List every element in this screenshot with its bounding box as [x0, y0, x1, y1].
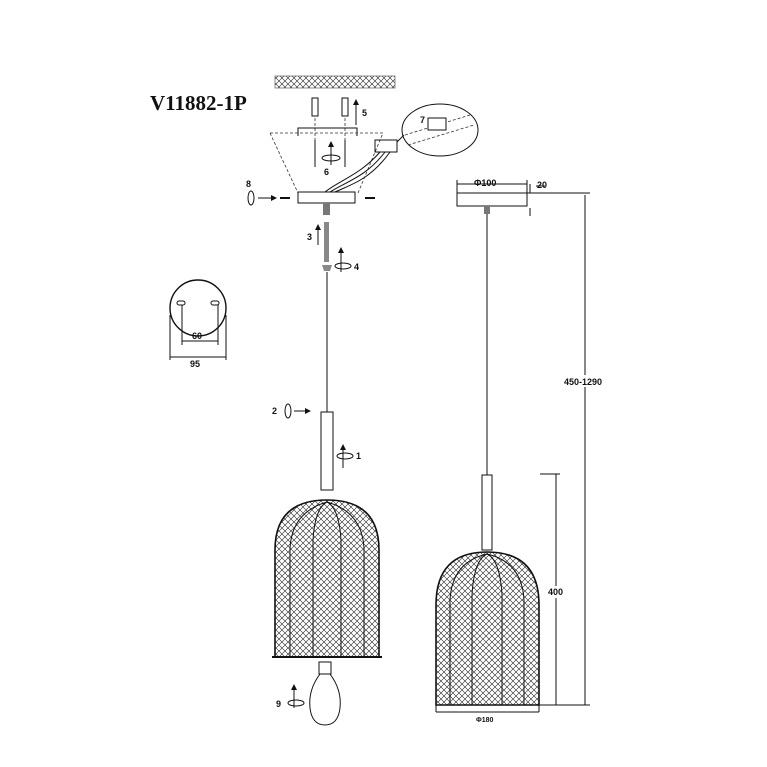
wiring-detail-callout: [396, 103, 479, 157]
model-title: V11882-1P: [150, 91, 247, 115]
step-6-label: 6: [324, 167, 329, 177]
canopy: [297, 191, 356, 204]
nut: [322, 265, 332, 271]
canopy-diameter-dimension: Φ100: [474, 178, 496, 188]
step-7-label: 7: [420, 115, 425, 125]
step-5-label: 5: [362, 108, 367, 118]
step-4-label: 4: [354, 262, 359, 272]
rotate-icon: [287, 699, 305, 707]
label-bg: [546, 586, 566, 598]
step-2-label: 2: [272, 406, 277, 416]
shade-diameter-dimension: Φ180: [476, 717, 494, 724]
shade-height-dimension: 400: [548, 587, 563, 597]
rotate-icon: [336, 452, 354, 460]
rotate-icon: [321, 154, 341, 162]
cage-shade: [272, 499, 382, 658]
total-height-dimension: 450-1290: [564, 377, 602, 387]
hole-spacing-dimension: 60: [192, 331, 202, 341]
step-1-label: 1: [356, 451, 361, 461]
canopy-height-dimension: 20: [537, 180, 547, 190]
plate-diameter-dimension: 95: [190, 359, 200, 369]
threaded-rod: [324, 222, 329, 262]
ceiling-texture: [274, 75, 396, 89]
mounting-bracket: [297, 127, 358, 136]
rotate-icon: [247, 190, 255, 206]
wall-plugs: [311, 97, 349, 167]
rotate-icon: [334, 262, 352, 270]
dimension-drawing: [435, 180, 590, 713]
terminal-block: [324, 139, 398, 193]
nipple: [323, 203, 330, 215]
light-bulb: [309, 661, 341, 726]
label-bg: [562, 375, 608, 387]
tube: [320, 411, 334, 491]
rotate-icon: [284, 403, 292, 419]
projection-lines: [269, 132, 384, 194]
step-3-label: 3: [307, 232, 312, 242]
step-9-label: 9: [276, 699, 281, 709]
mounting-plate-detail: [169, 279, 227, 360]
step-8-label: 8: [246, 179, 251, 189]
